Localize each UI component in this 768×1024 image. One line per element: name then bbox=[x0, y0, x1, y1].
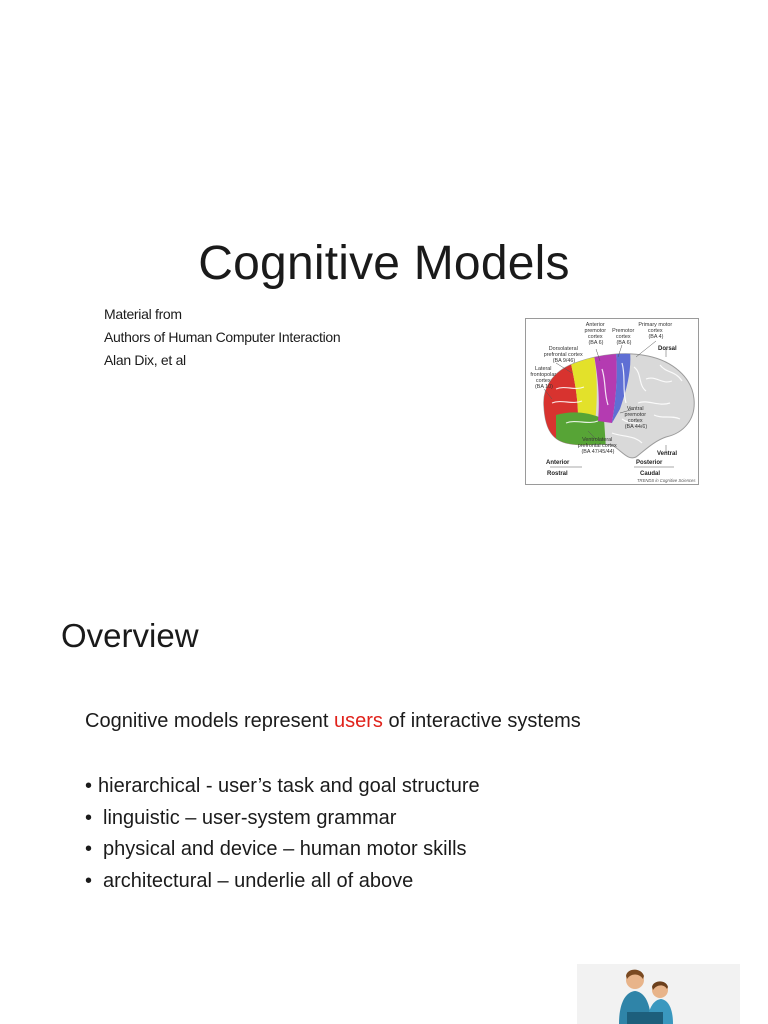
label-ventrolateral: (BA 47/45/44) bbox=[582, 449, 615, 455]
label-anterior: Anterior bbox=[546, 460, 570, 466]
label-posterior: Posterior bbox=[636, 460, 663, 466]
label-anterior-premotor: (BA 6) bbox=[589, 340, 604, 346]
label-primary-motor: cortex bbox=[648, 328, 663, 334]
label-ventral-premotor: cortex bbox=[628, 418, 643, 424]
label-premotor: cortex bbox=[616, 334, 631, 340]
label-lateral-frontopolar: Lateral bbox=[535, 366, 551, 372]
label-dorsolateral: (BA 9/46) bbox=[553, 358, 576, 364]
figure-credit: TRENDS in Cognitive Sciences bbox=[637, 478, 696, 483]
label-ventral-premotor: (BA 44/6) bbox=[625, 424, 648, 430]
intro-sentence: Cognitive models represent users of inte… bbox=[85, 710, 581, 733]
svg-text:Premotor cortex: Premotor cortex (BA 6) bbox=[612, 328, 636, 346]
label-anterior-premotor: Anterior bbox=[586, 322, 605, 328]
label-ventral-premotor: premotor bbox=[624, 412, 646, 418]
people-clipart bbox=[577, 964, 740, 1024]
label-lateral-frontopolar: (BA 10) bbox=[535, 384, 553, 390]
brain-figure: Anterior premotor cortex (BA 6) Premotor… bbox=[525, 318, 699, 485]
region-motor bbox=[612, 353, 631, 423]
list-item: • physical and device – human motor skill… bbox=[85, 835, 480, 867]
people-illustration bbox=[619, 969, 673, 1024]
svg-text:Primary motor cortex: Primary motor cortex (BA 4) bbox=[638, 322, 673, 340]
bullet-dot: • bbox=[85, 775, 93, 797]
credit-line: Material from bbox=[104, 306, 182, 322]
svg-text:Ventrolateral prefront: Ventrolateral prefrontal cortex (BA 47/4… bbox=[578, 437, 618, 455]
list-item-text: hierarchical - user’s task and goal stru… bbox=[98, 775, 480, 797]
brain-shape bbox=[543, 353, 695, 459]
list-item: •hierarchical - user’s task and goal str… bbox=[85, 772, 480, 804]
label-ventrolateral: Ventrolateral bbox=[582, 437, 612, 443]
label-dorsolateral: prefrontal cortex bbox=[544, 352, 583, 358]
list-item-text: architectural – underlie all of above bbox=[103, 869, 414, 892]
svg-text:Ventral premotor: Ventral premotor cortex (BA 44/6) bbox=[624, 406, 647, 430]
label-premotor: (BA 6) bbox=[617, 340, 632, 346]
bullet-dot: • bbox=[85, 806, 93, 829]
label-dorsal: Dorsal bbox=[658, 346, 677, 352]
label-lateral-frontopolar: frontopolar bbox=[530, 372, 556, 378]
label-primary-motor: (BA 4) bbox=[649, 334, 664, 340]
list-item: • architectural – underlie all of above bbox=[85, 867, 480, 899]
svg-text:Anterior premotor: Anterior premotor cortex (BA 6) bbox=[584, 322, 607, 346]
intro-highlight: users bbox=[334, 710, 383, 732]
intro-text: Cognitive models represent bbox=[85, 710, 335, 732]
svg-text:Dorsolateral prefronta: Dorsolateral prefrontal cortex (BA 9/46) bbox=[544, 346, 584, 364]
label-lateral-frontopolar: cortex bbox=[536, 378, 551, 384]
credits: Material from Authors of Human Computer … bbox=[104, 303, 341, 372]
label-rostral: Rostral bbox=[547, 471, 568, 477]
bullet-list: •hierarchical - user’s task and goal str… bbox=[85, 772, 480, 898]
label-caudal: Caudal bbox=[640, 471, 660, 477]
label-ventral-premotor: Ventral bbox=[627, 406, 644, 412]
list-item-text: linguistic – user-system grammar bbox=[103, 806, 397, 829]
label-dorsolateral: Dorsolateral bbox=[549, 346, 578, 352]
label-premotor: Premotor bbox=[612, 328, 634, 334]
list-item: • linguistic – user-system grammar bbox=[85, 804, 480, 836]
slide-title: Cognitive Models bbox=[198, 237, 570, 290]
person-hair bbox=[626, 969, 644, 979]
label-ventral: Ventral bbox=[657, 451, 677, 457]
intro-text: of interactive systems bbox=[382, 710, 581, 732]
credit-line: Alan Dix, et al bbox=[104, 352, 186, 368]
bullet-dot: • bbox=[85, 838, 93, 860]
credit-line: Authors of Human Computer Interaction bbox=[104, 329, 341, 345]
person-arms bbox=[627, 1012, 663, 1024]
list-item-text: physical and device – human motor skills bbox=[103, 838, 467, 860]
person-hair bbox=[652, 981, 668, 990]
label-anterior-premotor: cortex bbox=[588, 334, 603, 340]
label-ventrolateral: prefrontal cortex bbox=[578, 443, 617, 449]
label-primary-motor: Primary motor bbox=[638, 322, 672, 328]
bullet-dot: • bbox=[85, 869, 93, 892]
overview-title: Overview bbox=[61, 617, 199, 654]
label-anterior-premotor: premotor bbox=[584, 328, 606, 334]
brain-diagram: Anterior premotor cortex (BA 6) Premotor… bbox=[530, 322, 696, 483]
svg-text:Lateral frontopolar: Lateral frontopolar cortex (BA 10) bbox=[530, 366, 557, 390]
